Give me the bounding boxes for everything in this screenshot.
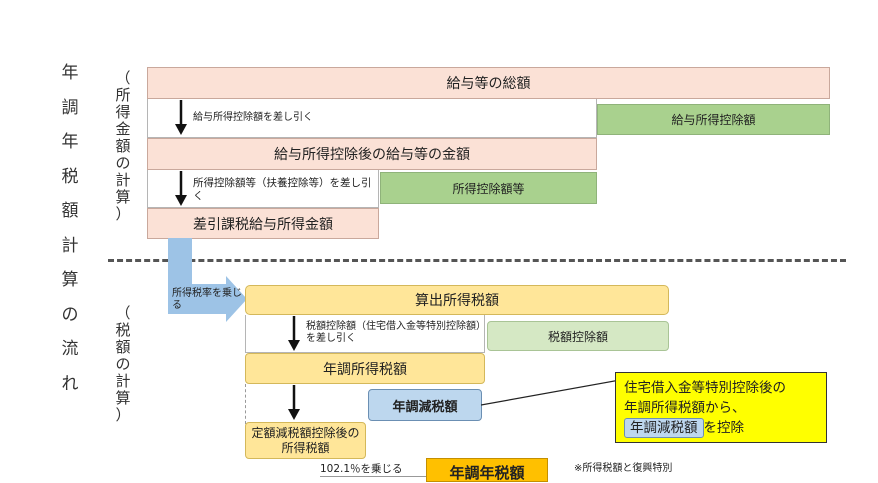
box-kazei-kyuyo: 差引課税給与所得金額 — [147, 208, 379, 239]
section2-char: 額 — [115, 338, 131, 356]
note-area-3 — [245, 315, 485, 353]
box-kyuyo-sogaku: 給与等の総額 — [147, 67, 830, 99]
note-shotoku-kojo: 所得控除額等（扶養控除等）を差し引く — [193, 177, 372, 202]
callout-chip: 年調減税額 — [624, 418, 704, 438]
arrow-down-icon — [175, 171, 187, 206]
section1-char: 算 — [115, 188, 131, 206]
section2-char: （ — [115, 304, 131, 322]
title-char: 年 — [61, 63, 79, 83]
note-multiply: 102.1％を乗じる — [320, 463, 430, 477]
section1-char: ） — [115, 205, 131, 223]
box-nencho-nenzei: 年調年税額 — [426, 458, 548, 482]
title-char: 計 — [61, 235, 79, 256]
section2-char: 税 — [115, 321, 131, 339]
footnote: ※所得税額と復興特別 — [574, 463, 673, 474]
callout-suffix: を控除 — [703, 420, 745, 436]
section1-char: 額 — [115, 137, 131, 155]
title-char: 算 — [61, 270, 79, 290]
note-kyuyo-kojo: 給与所得控除額を差し引く — [193, 112, 313, 123]
flow-arrow-icon — [168, 238, 247, 322]
callout-note: 住宅借入金等特別控除後の 年調所得税額から、 年調減税額を控除 — [615, 372, 827, 443]
section1-char: 得 — [115, 103, 131, 121]
title-char: 税 — [61, 166, 79, 187]
callout-line3: 年調減税額を控除 — [624, 418, 818, 438]
box-kyuyo-kojo: 給与所得控除額 — [597, 104, 830, 135]
note-area-2 — [147, 170, 379, 208]
section1-char: の — [115, 154, 131, 172]
dashed-guide — [245, 384, 246, 424]
section1-char: 計 — [115, 171, 131, 189]
box-zeigaku-kojo: 税額控除額 — [487, 321, 669, 351]
title-char: 調 — [61, 97, 79, 118]
callout-pointer — [481, 379, 621, 406]
note-tax-rate: 所得税率を乗じる — [172, 288, 242, 311]
callout-line1: 住宅借入金等特別控除後の — [624, 380, 786, 396]
box-teigaku-after: 定額減税額控除後の所得税額 — [245, 422, 366, 459]
note-area-1 — [147, 99, 597, 138]
arrow-down-icon — [288, 316, 300, 351]
section-label-income: （所得金額の計算） — [113, 70, 133, 223]
section1-char: 所 — [115, 86, 131, 104]
arrow-down-icon — [288, 385, 300, 420]
arrow-down-icon — [175, 100, 187, 135]
section2-char: の — [115, 355, 131, 373]
section1-char: （ — [115, 69, 131, 87]
box-shotoku-kojo: 所得控除額等 — [380, 172, 597, 204]
section-label-tax: （税額の計算） — [113, 305, 133, 424]
box-nencho-gen: 年調減税額 — [368, 389, 482, 421]
section1-char: 金 — [115, 120, 131, 138]
title-char: 年 — [61, 132, 79, 152]
title-char: 流 — [61, 339, 79, 359]
box-after-kyuyo-kojo: 給与所得控除後の給与等の金額 — [147, 138, 597, 170]
section2-char: 計 — [115, 372, 131, 390]
title-char: の — [61, 304, 79, 325]
box-sanshutsu: 算出所得税額 — [245, 285, 669, 315]
flow-title: 年調年税額計算の流れ — [56, 56, 84, 401]
title-char: 額 — [61, 201, 79, 221]
section2-char: 算 — [115, 389, 131, 407]
section-divider — [108, 259, 846, 262]
section2-char: ） — [115, 406, 131, 424]
title-char: れ — [61, 373, 79, 394]
note-zeigaku-kojo: 税額控除額（住宅借入金等特別控除額）を差し引く — [306, 321, 481, 344]
callout-line2: 年調所得税額から、 — [624, 400, 746, 416]
box-nencho-shotoku: 年調所得税額 — [245, 353, 485, 384]
